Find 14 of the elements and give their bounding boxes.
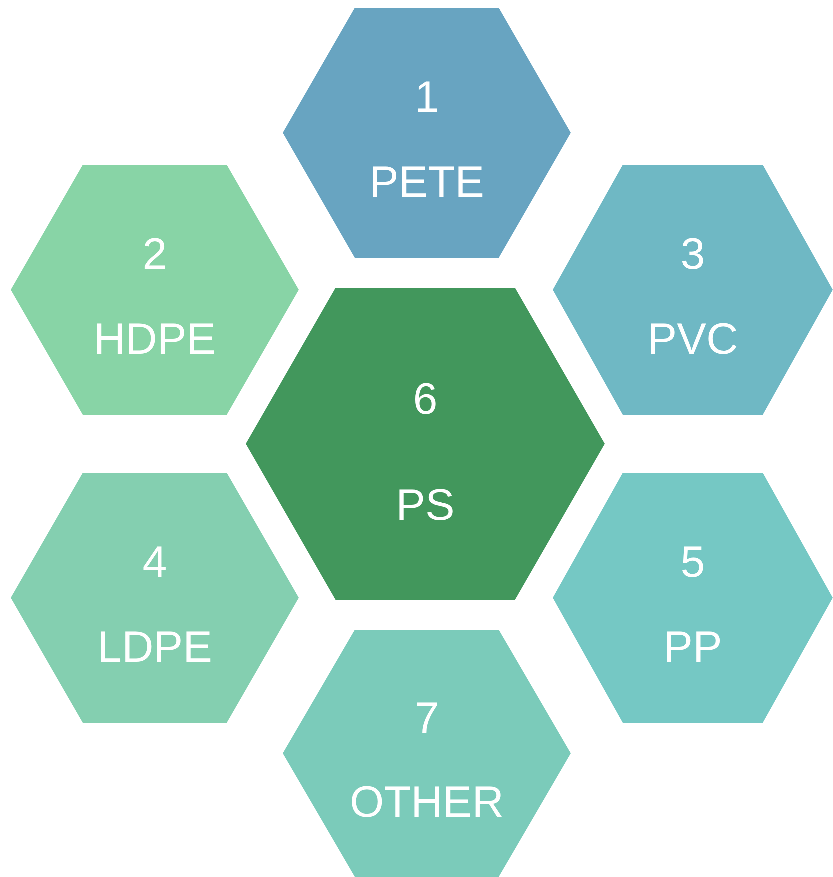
code-label: OTHER <box>350 780 504 825</box>
code-label: PETE <box>370 161 484 205</box>
number-label: 1 <box>414 76 440 120</box>
number-label: 2 <box>142 233 168 277</box>
code-label: PS <box>396 484 455 528</box>
code-label: LDPE <box>98 626 212 670</box>
number-label: 3 <box>680 233 706 277</box>
code-label: HDPE <box>94 318 216 362</box>
code-label: PVC <box>648 318 738 362</box>
number-label: 4 <box>142 541 168 585</box>
number-label: 7 <box>414 696 440 741</box>
number-label: 5 <box>680 541 706 585</box>
code-label: PP <box>664 626 722 670</box>
number-label: 6 <box>413 378 438 422</box>
